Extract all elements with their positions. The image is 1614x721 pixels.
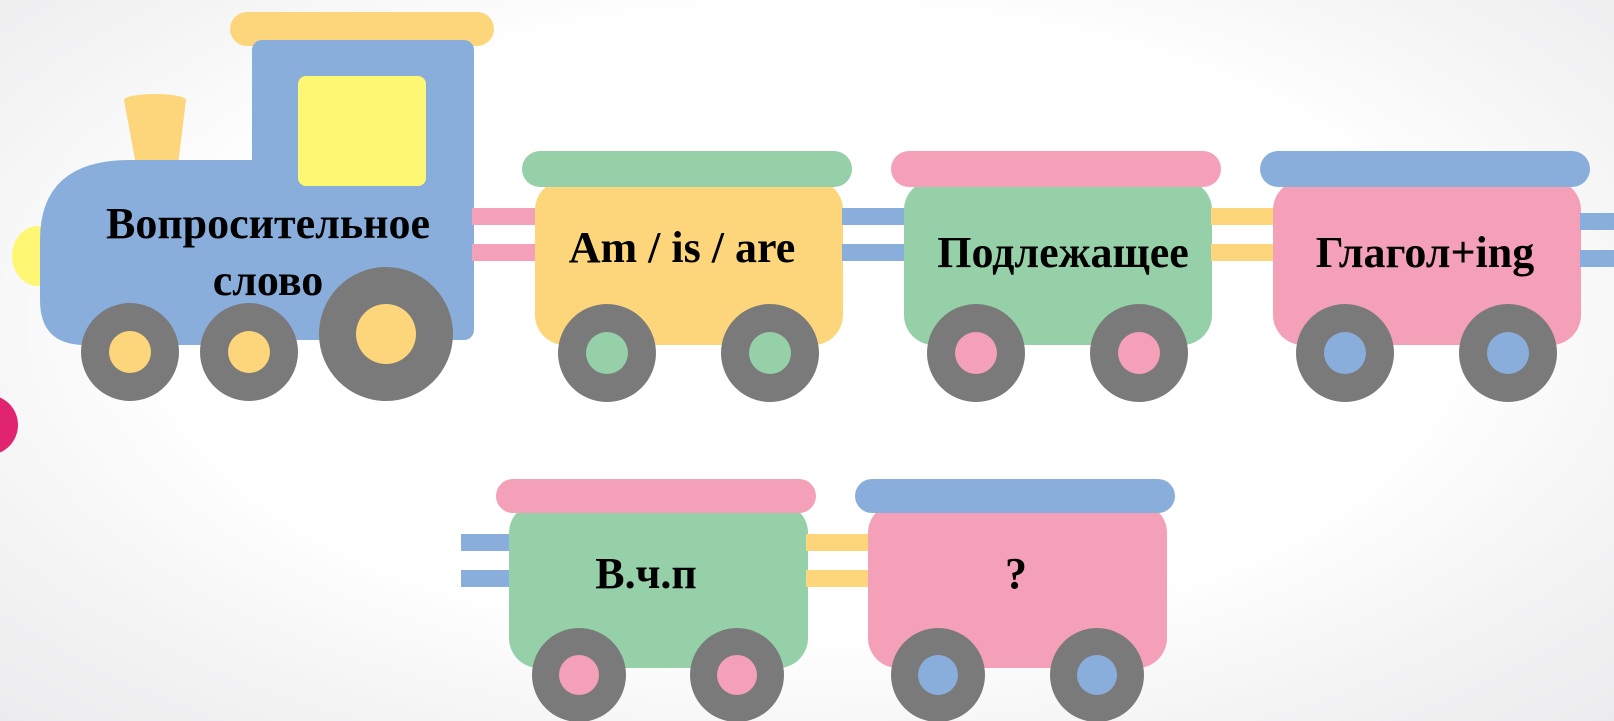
- wheel: [558, 304, 656, 402]
- wagon-label: В.ч.п: [595, 549, 697, 598]
- locomotive-label-line1: Вопросительное: [106, 199, 430, 248]
- coupler: [806, 534, 870, 587]
- locomotive: Вопросительное слово: [12, 12, 494, 401]
- coupler: [842, 208, 906, 261]
- wheel: [81, 303, 179, 401]
- cabin-roof: [230, 12, 494, 46]
- wagon-body: [904, 180, 1212, 345]
- wheel: [690, 628, 784, 721]
- wheel: [1296, 304, 1394, 402]
- wagon-roof: [522, 151, 852, 187]
- wheel: [1050, 628, 1144, 721]
- wagon-body: [509, 503, 808, 668]
- coupler: [472, 208, 536, 261]
- wagon-label: ?: [1005, 549, 1027, 598]
- wagon-adverb: В.ч.п: [496, 479, 816, 721]
- wagon-label: Подлежащее: [937, 228, 1189, 277]
- wagon-label: Am / is / are: [569, 223, 796, 272]
- wagon-roof: [891, 151, 1221, 187]
- coupler: [461, 534, 511, 587]
- wheel: [927, 304, 1025, 402]
- wagon-subject: Подлежащее: [891, 151, 1221, 402]
- wheel: [532, 628, 626, 721]
- wagon-question-mark: ?: [855, 479, 1175, 721]
- wagon-roof: [496, 479, 816, 513]
- wagon-body: [535, 180, 843, 345]
- big-wheel: [319, 267, 453, 401]
- wheel: [1090, 304, 1188, 402]
- wheel: [1459, 304, 1557, 402]
- wagon-body: [1273, 180, 1581, 345]
- wheel: [891, 628, 985, 721]
- coupler: [1580, 213, 1614, 267]
- decorative-ball: [0, 397, 18, 453]
- wheel: [200, 303, 298, 401]
- chimney: [124, 100, 186, 165]
- coupler: [1211, 208, 1275, 261]
- wagon-roof: [1260, 151, 1590, 187]
- wagon-body: [868, 503, 1167, 668]
- locomotive-label-line2: слово: [213, 256, 324, 305]
- wagon-label: Глагол+ing: [1316, 228, 1534, 277]
- cabin-window: [298, 76, 426, 186]
- wheel: [721, 304, 819, 402]
- wagon-verb-ing: Глагол+ing: [1260, 151, 1590, 402]
- boiler: [40, 160, 260, 345]
- wagon-am-is-are: Am / is / are: [522, 151, 852, 402]
- wagon-roof: [855, 479, 1175, 513]
